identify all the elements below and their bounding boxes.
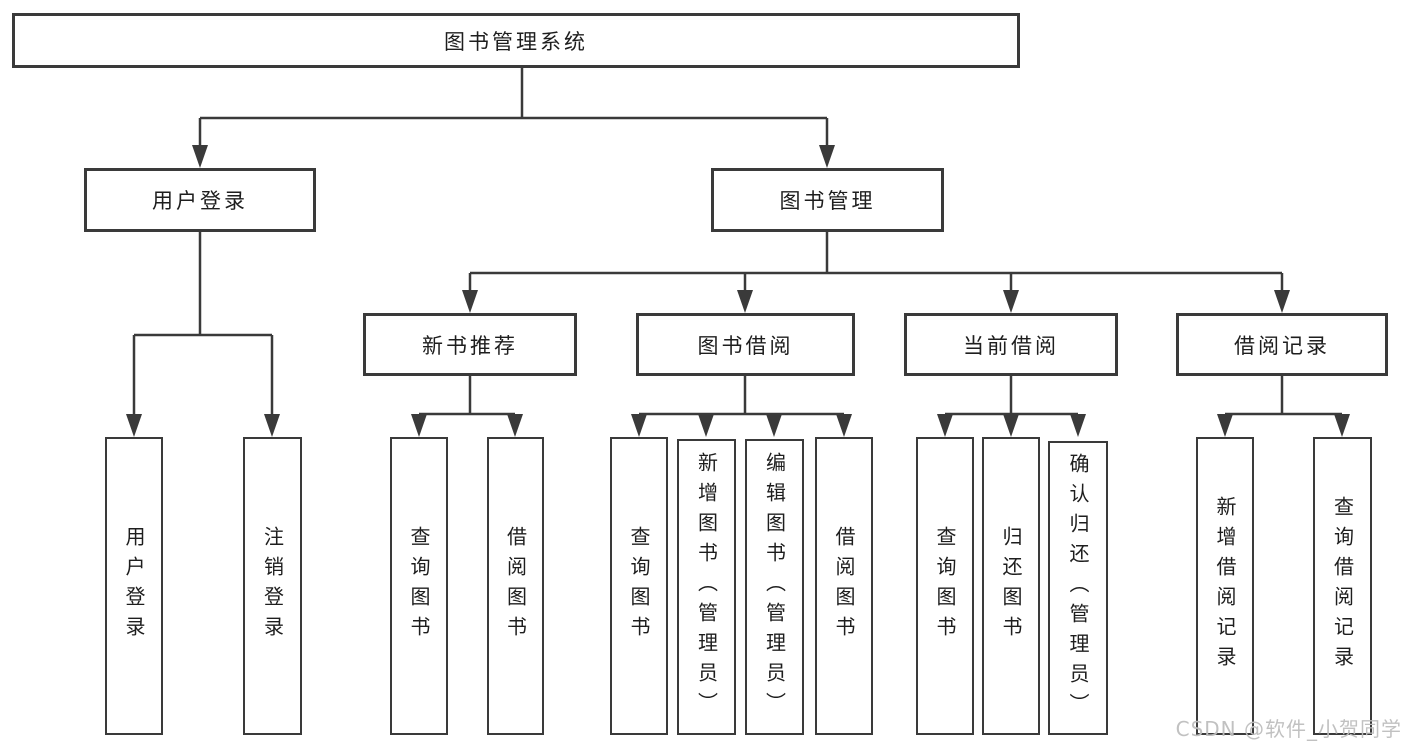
leaf-query-books-recommend: 查询图书 xyxy=(390,437,448,735)
leaf-edit-book-admin: 编辑图书（管理员） xyxy=(745,439,804,735)
node-label: 新增借阅记录 xyxy=(1213,496,1237,676)
leaf-user-login: 用户登录 xyxy=(105,437,163,735)
arrow-down-icon xyxy=(1334,414,1350,437)
leaf-confirm-return-admin: 确认归还（管理员） xyxy=(1048,441,1108,735)
node-label: 用户登录 xyxy=(122,526,146,646)
node-label: 用户登录 xyxy=(152,189,248,213)
arrow-down-icon xyxy=(1070,414,1086,437)
leaf-query-books-borrowing: 查询图书 xyxy=(610,437,668,735)
arrow-down-icon xyxy=(836,414,852,437)
arrowheads xyxy=(126,145,1350,437)
leaf-borrow-books-borrowing: 借阅图书 xyxy=(815,437,873,735)
arrow-down-icon xyxy=(1003,414,1019,437)
leaf-query-borrow-record: 查询借阅记录 xyxy=(1313,437,1372,735)
arrow-down-icon xyxy=(462,290,478,313)
node-label: 归还图书 xyxy=(999,526,1023,646)
node-label: 新增图书（管理员） xyxy=(694,452,719,722)
node-label: 图书管理 xyxy=(779,189,876,213)
arrow-down-icon xyxy=(192,145,208,168)
node-user-login: 用户登录 xyxy=(84,168,316,232)
leaf-add-borrow-record: 新增借阅记录 xyxy=(1196,437,1254,735)
node-label: 借阅图书 xyxy=(832,526,856,646)
arrow-down-icon xyxy=(1003,290,1019,313)
arrow-down-icon xyxy=(264,414,280,437)
node-label: 确认归还（管理员） xyxy=(1066,453,1090,723)
leaf-query-books-current: 查询图书 xyxy=(916,437,974,735)
arrow-down-icon xyxy=(126,414,142,437)
node-book-borrowing: 图书借阅 xyxy=(636,313,855,376)
arrow-down-icon xyxy=(737,290,753,313)
arrow-down-icon xyxy=(766,414,782,437)
node-label: 注销登录 xyxy=(260,526,285,646)
leaf-borrow-books-recommend: 借阅图书 xyxy=(487,437,544,735)
node-label: 查询图书 xyxy=(933,526,957,646)
arrow-down-icon xyxy=(1274,290,1290,313)
leaf-return-book: 归还图书 xyxy=(982,437,1040,735)
node-label: 借阅图书 xyxy=(503,526,528,646)
arrow-down-icon xyxy=(411,414,427,437)
leaf-logout: 注销登录 xyxy=(243,437,302,735)
arrow-down-icon xyxy=(1217,414,1233,437)
node-label: 图书管理系统 xyxy=(444,29,588,54)
arrow-down-icon xyxy=(507,414,523,437)
node-root: 图书管理系统 xyxy=(12,13,1020,68)
node-book-management: 图书管理 xyxy=(711,168,944,232)
node-label: 当前借阅 xyxy=(963,333,1059,358)
node-new-book-recommend: 新书推荐 xyxy=(363,313,577,376)
node-current-borrowing: 当前借阅 xyxy=(904,313,1118,376)
arrow-down-icon xyxy=(698,414,714,437)
node-label: 编辑图书（管理员） xyxy=(762,452,787,722)
node-label: 新书推荐 xyxy=(422,333,518,358)
node-borrowing-records: 借阅记录 xyxy=(1176,313,1388,376)
leaf-add-book-admin: 新增图书（管理员） xyxy=(677,439,736,735)
arrow-down-icon xyxy=(937,414,953,437)
node-label: 图书借阅 xyxy=(697,333,794,358)
node-label: 查询图书 xyxy=(627,526,651,646)
node-label: 借阅记录 xyxy=(1234,333,1330,358)
node-label: 查询图书 xyxy=(407,526,431,646)
arrow-down-icon xyxy=(819,145,835,168)
node-label: 查询借阅记录 xyxy=(1330,496,1355,676)
arrow-down-icon xyxy=(631,414,647,437)
